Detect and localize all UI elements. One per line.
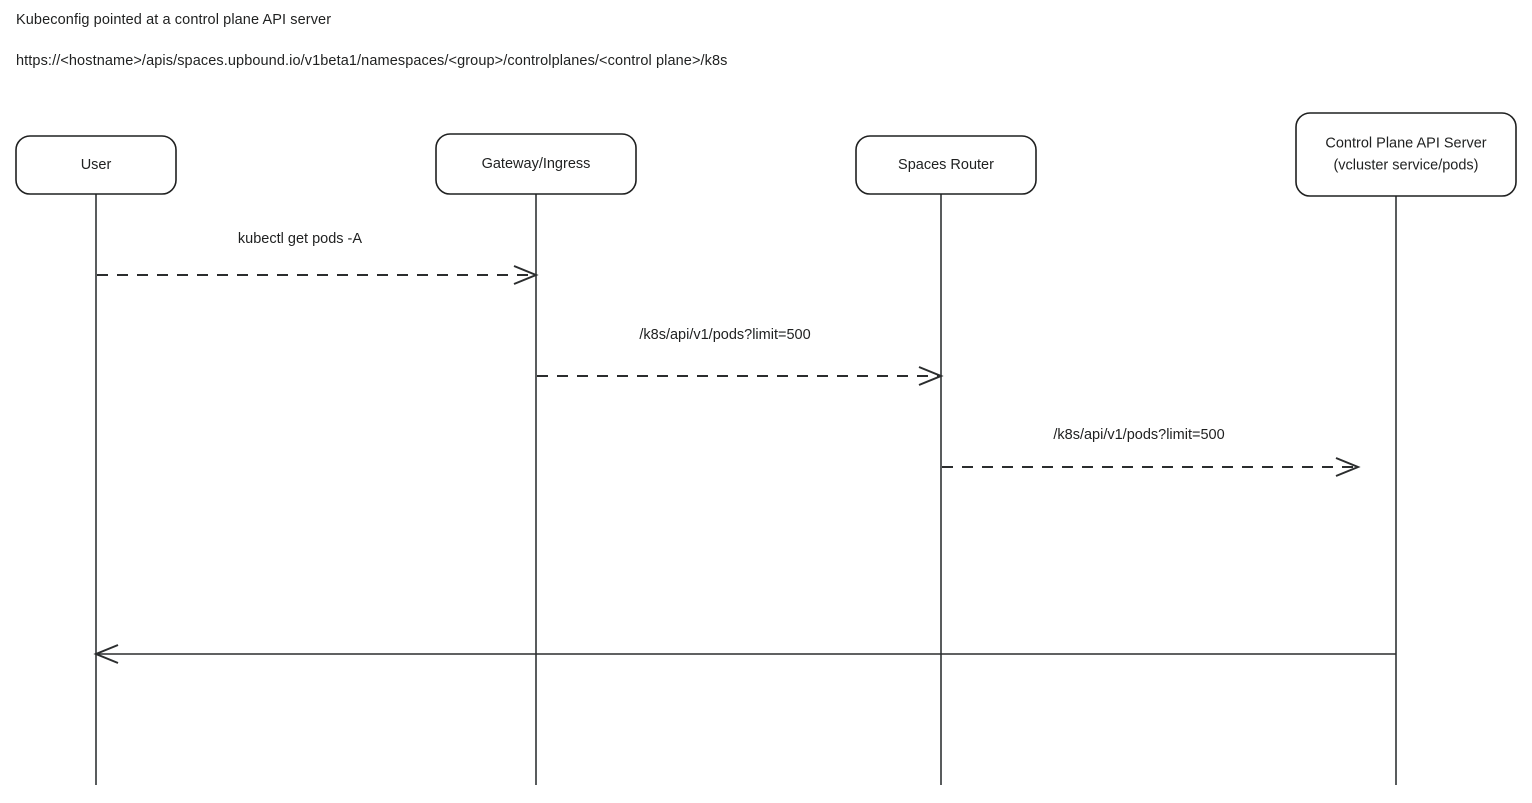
participant-label-router: Spaces Router [898, 157, 994, 173]
actors-layer: User Gateway/Ingress Spaces Router Control … [15, 112, 1517, 197]
participant-sublabel-controlplane: (vcluster service/pods) [1333, 157, 1478, 173]
participant-user[interactable]: User [15, 135, 177, 195]
participant-router[interactable]: Spaces Router [855, 135, 1037, 195]
kubeconfig-description-line: Kubeconfig pointed at a control plane AP… [16, 12, 332, 28]
msg-gateway-to-router[interactable]: /k8s/api/v1/pods?limit=500 [537, 327, 944, 386]
msg-response-to-user[interactable] [93, 644, 1396, 664]
msg-kubectl-get-pods-arrowhead [513, 265, 539, 285]
participant-box-router [855, 135, 1037, 195]
participant-gateway[interactable]: Gateway/Ingress [435, 133, 637, 195]
messages-layer: kubectl get pods -A/k8s/api/v1/pods?limi… [93, 231, 1396, 664]
msg-router-to-controlplane-arrowhead [1335, 457, 1361, 477]
msg-response-to-user-arrowhead [93, 644, 119, 664]
header-text-block: Kubeconfig pointed at a control plane AP… [16, 10, 1466, 71]
msg-kubectl-get-pods[interactable]: kubectl get pods -A [97, 231, 539, 285]
msg-gateway-to-router-arrowhead [918, 366, 944, 386]
participant-box-user [15, 135, 177, 195]
msg-kubectl-get-pods-label: kubectl get pods -A [238, 231, 362, 247]
lifelines-layer [95, 194, 1397, 785]
participant-label-controlplane: Control Plane API Server [1325, 135, 1486, 151]
msg-router-to-controlplane-label: /k8s/api/v1/pods?limit=500 [1053, 427, 1224, 443]
participant-label-user: User [81, 157, 112, 173]
msg-gateway-to-router-label: /k8s/api/v1/pods?limit=500 [639, 327, 810, 343]
participant-box-controlplane [1295, 112, 1517, 197]
msg-router-to-controlplane[interactable]: /k8s/api/v1/pods?limit=500 [942, 427, 1361, 477]
kubeconfig-url-line: https://<hostname>/apis/spaces.upbound.i… [16, 53, 728, 69]
participant-label-gateway: Gateway/Ingress [482, 156, 591, 172]
participant-box-gateway [435, 133, 637, 195]
participant-controlplane[interactable]: Control Plane API Server (vcluster servic… [1295, 112, 1517, 197]
